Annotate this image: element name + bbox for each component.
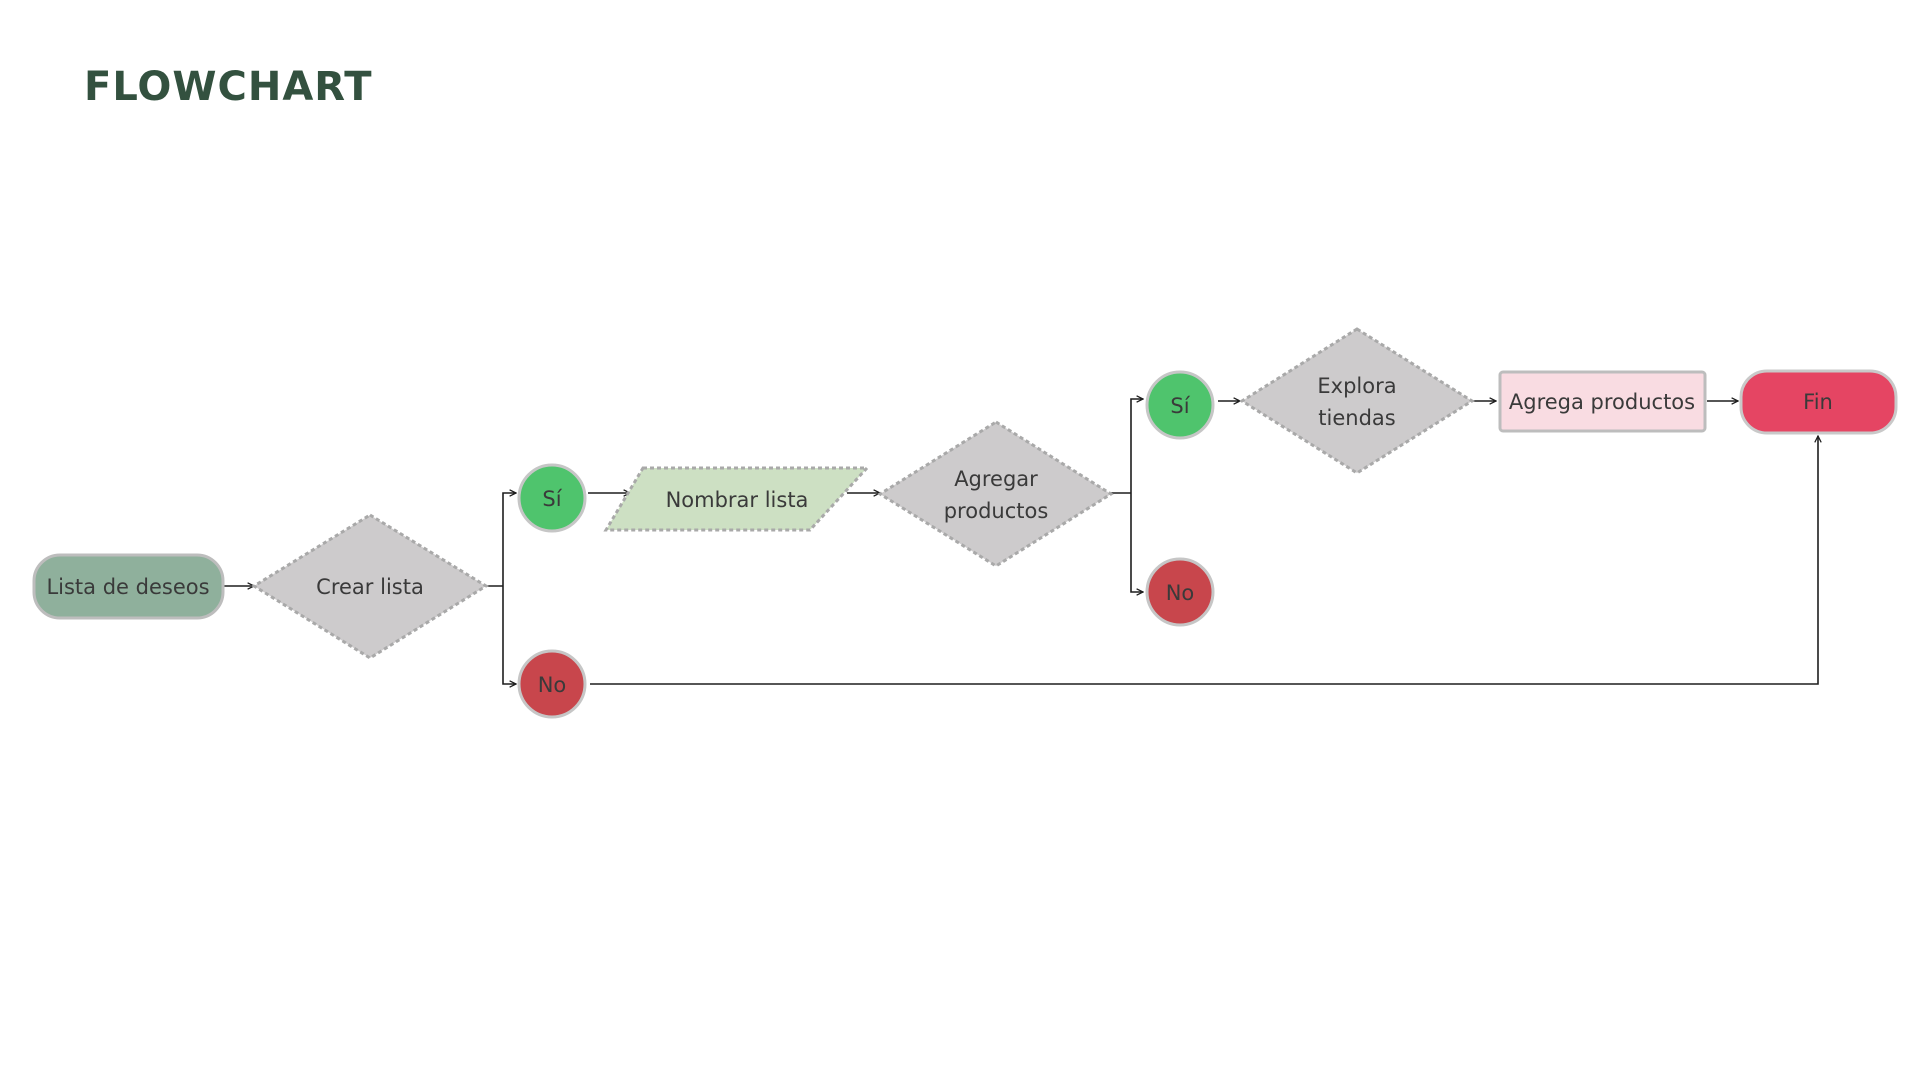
node-nombrar-lista[interactable]: Nombrar lista xyxy=(603,466,871,532)
node-agregar-productos-shape xyxy=(877,420,1114,568)
connector-no1-to-fin xyxy=(590,436,1818,685)
node-agregar-productos-label-2: productos xyxy=(944,499,1049,523)
node-crear-lista-label: Crear lista xyxy=(316,575,424,599)
node-start-shape xyxy=(32,553,225,620)
node-crear-lista-shape xyxy=(251,513,489,660)
connector-crear-to-si1 xyxy=(502,493,516,586)
node-no-1-shape xyxy=(517,649,587,719)
node-explora-tiendas-shape xyxy=(1239,327,1475,475)
connector-agregar-to-si2 xyxy=(1130,399,1143,493)
node-no-2[interactable]: No xyxy=(1145,557,1215,627)
node-agregar-productos-label-1: Agregar xyxy=(954,467,1038,491)
node-fin-label: Fin xyxy=(1803,390,1833,414)
connectors xyxy=(224,399,1818,684)
node-si-2[interactable]: Sí xyxy=(1145,370,1215,440)
node-crear-lista[interactable]: Crear lista xyxy=(251,513,489,660)
node-lista-de-deseos[interactable]: Lista de deseos xyxy=(32,553,225,620)
node-explora-tiendas-label-2: tiendas xyxy=(1318,406,1395,430)
connector-crear-to-no1 xyxy=(502,586,516,684)
node-agrega-productos-shape xyxy=(1498,370,1707,433)
connector-agregar-to-no2 xyxy=(1130,493,1143,592)
node-no-2-label: No xyxy=(1166,581,1195,605)
node-no-1-label: No xyxy=(538,673,567,697)
node-agregar-productos[interactable]: Agregar productos xyxy=(877,420,1114,568)
node-si-1-shape xyxy=(517,463,587,533)
node-si-2-label: Sí xyxy=(1170,394,1190,418)
node-fin[interactable]: Fin xyxy=(1739,369,1898,435)
node-si-1-label: Sí xyxy=(542,487,562,511)
node-nombrar-lista-label: Nombrar lista xyxy=(666,488,809,512)
node-explora-tiendas[interactable]: Explora tiendas xyxy=(1239,327,1475,475)
node-si-1[interactable]: Sí xyxy=(517,463,587,533)
node-fin-shape xyxy=(1739,369,1898,435)
node-agrega-productos-label: Agrega productos xyxy=(1509,390,1695,414)
node-no-1[interactable]: No xyxy=(517,649,587,719)
node-start-label: Lista de deseos xyxy=(46,575,209,599)
node-explora-tiendas-label-1: Explora xyxy=(1317,374,1396,398)
page-title: FLOWCHART xyxy=(84,64,373,110)
node-si-2-shape xyxy=(1145,370,1215,440)
node-no-2-shape xyxy=(1145,557,1215,627)
node-agrega-productos[interactable]: Agrega productos xyxy=(1498,370,1707,433)
node-nombrar-lista-shape xyxy=(603,466,871,532)
